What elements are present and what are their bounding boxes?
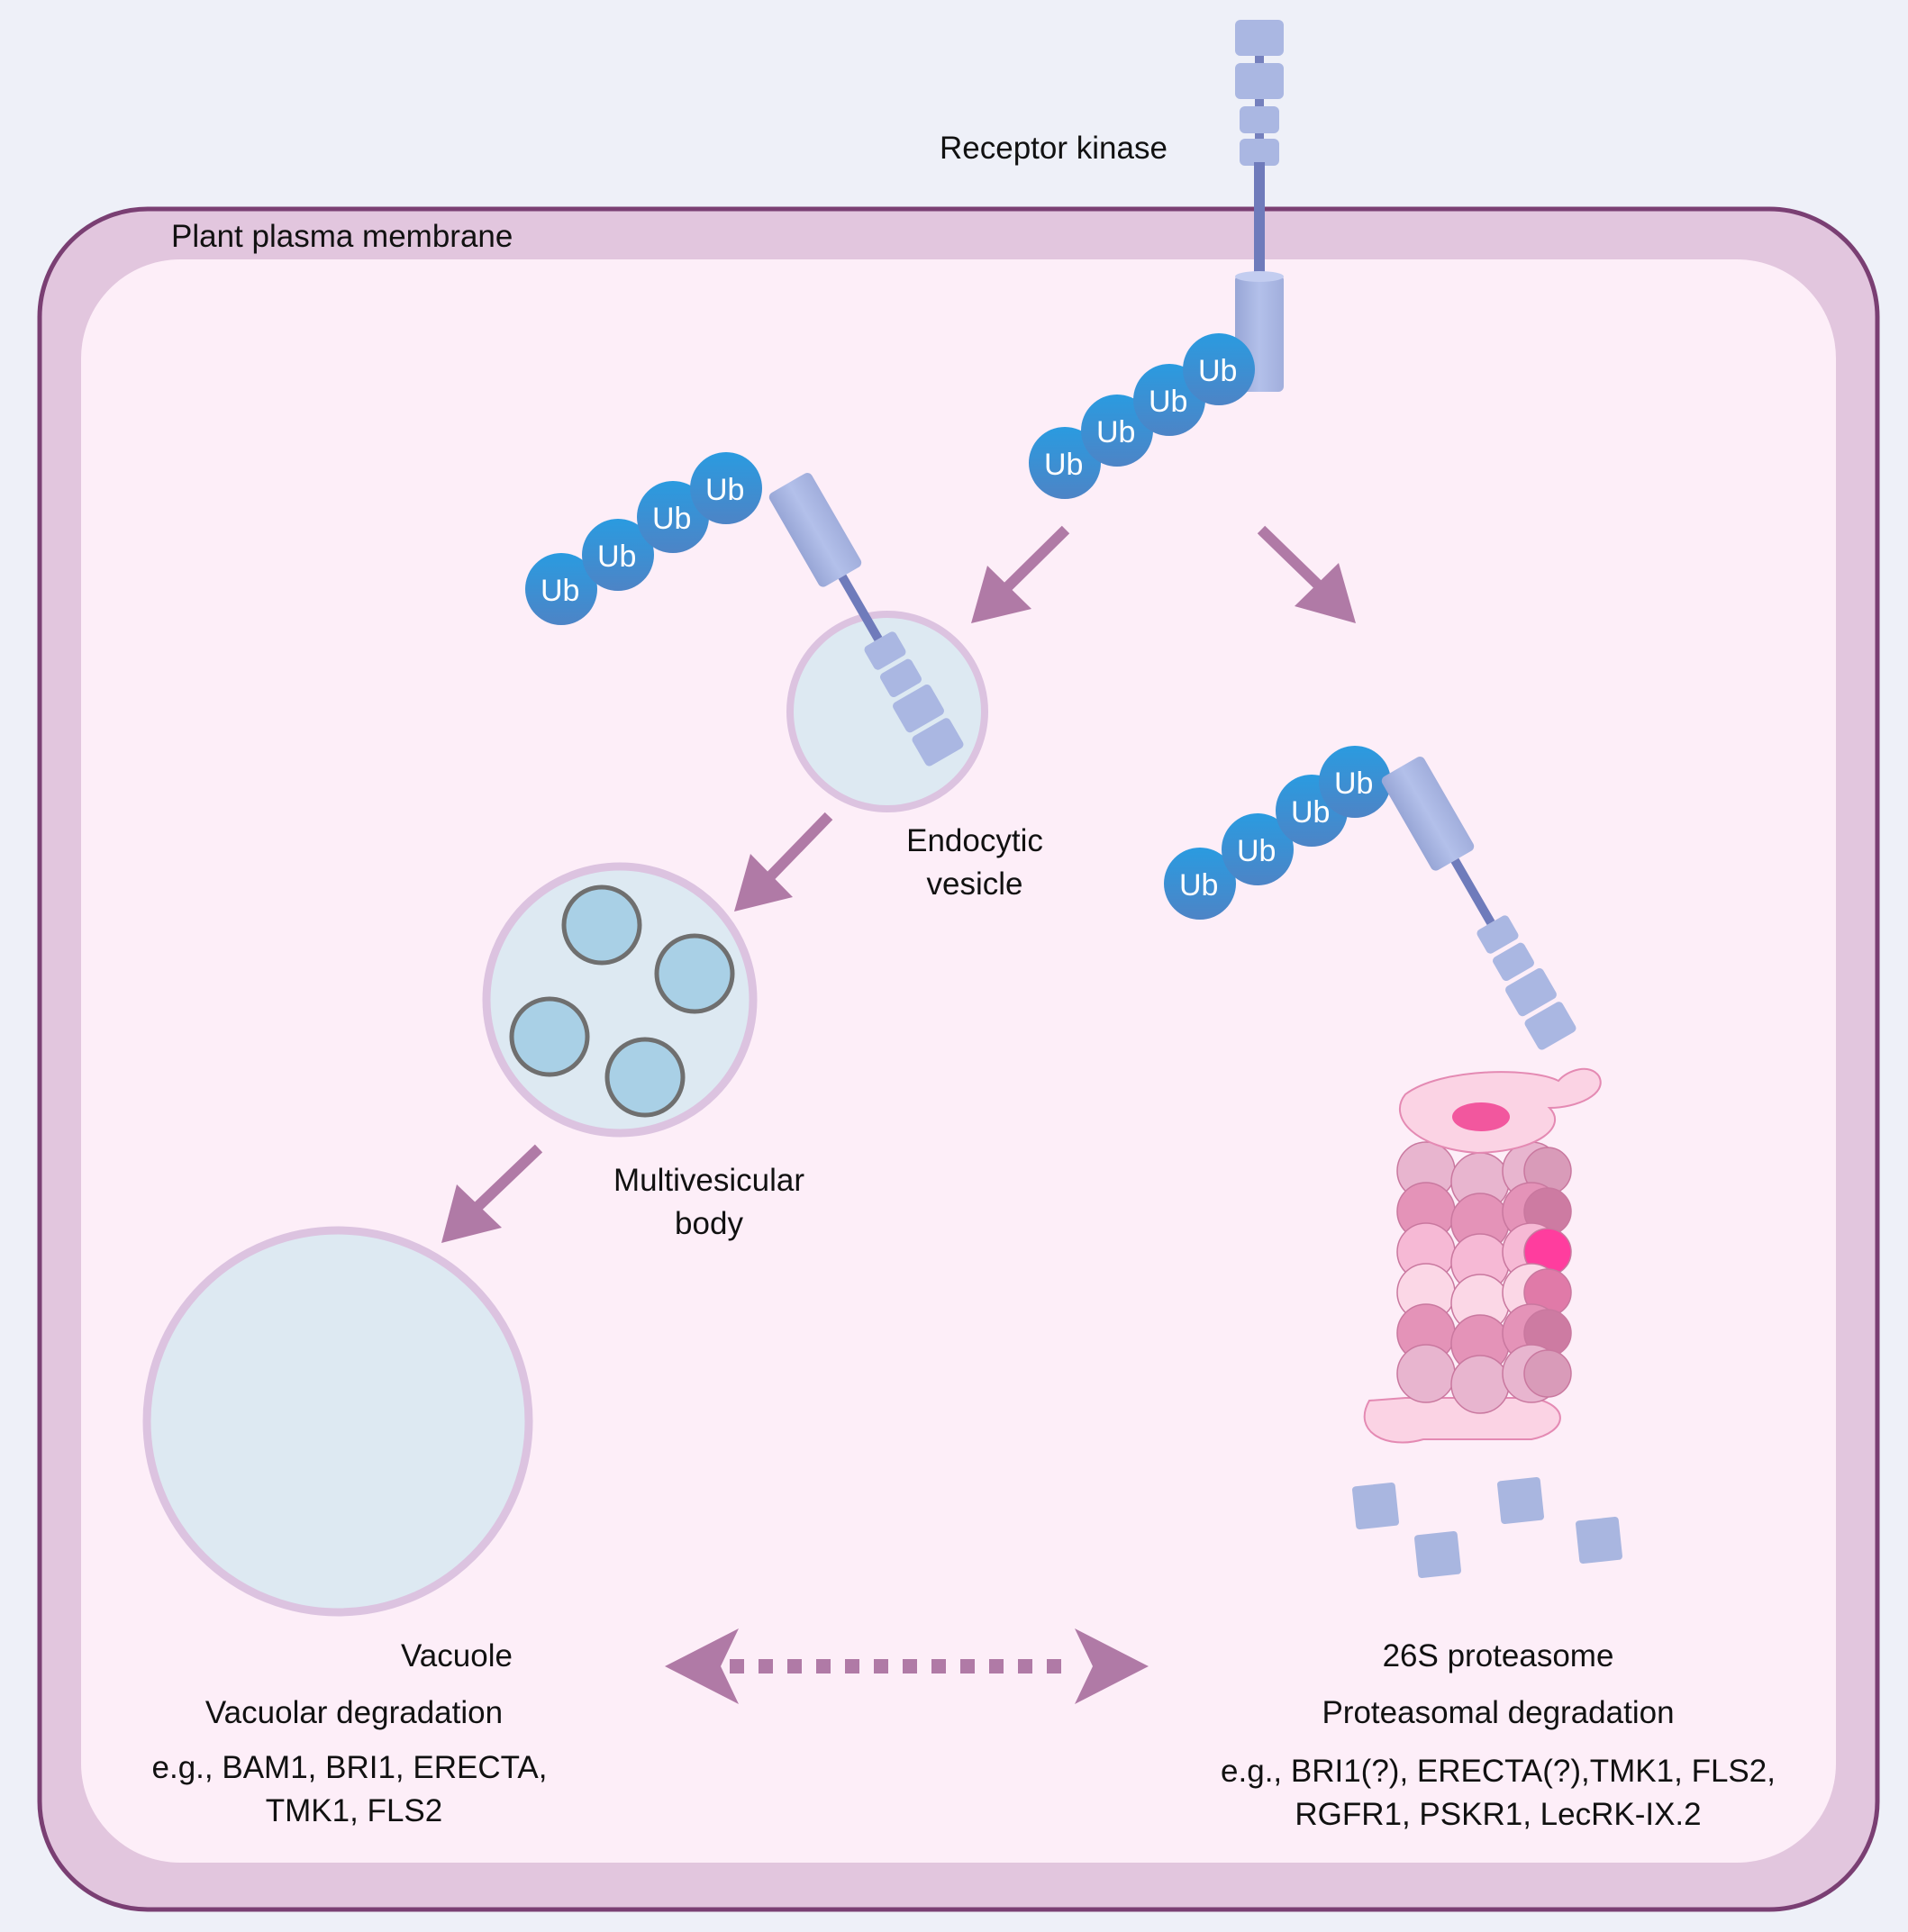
bidirectional-arrow (665, 1628, 1149, 1704)
multivesicular-body (482, 862, 758, 1138)
svg-text:Ub: Ub (705, 473, 744, 507)
svg-text:Ub: Ub (1334, 766, 1373, 801)
mvb-label-line2: body (675, 1206, 743, 1241)
proteasome-subunit (1450, 1355, 1510, 1414)
cytoplasm (81, 259, 1836, 1863)
endocytic-vesicle-label-line1: Endocytic (906, 823, 1043, 858)
vacuolar-degradation-label: Vacuolar degradation (205, 1695, 503, 1730)
svg-text:Ub: Ub (1179, 868, 1218, 903)
proteasome-26s (1363, 1067, 1602, 1444)
ubiquitin-chain-proteasome: Ub Ub Ub Ub (1164, 746, 1391, 920)
peptide-fragments (1352, 1477, 1622, 1578)
svg-text:Ub: Ub (1096, 415, 1135, 449)
svg-text:Ub: Ub (541, 574, 579, 608)
proteasomal-examples-line1: e.g., BRI1(?), ERECTA(?),TMK1, FLS2, (1221, 1754, 1776, 1789)
receptor-kinase-label: Receptor kinase (940, 131, 1168, 166)
arrow-to-proteasome (1257, 525, 1356, 623)
arrow-to-vacuole (441, 1144, 543, 1243)
svg-text:Ub: Ub (1044, 448, 1083, 482)
vacuolar-examples-line2: TMK1, FLS2 (266, 1793, 442, 1828)
proteasomal-examples-line2: RGFR1, PSKR1, LecRK-IX.2 (1295, 1797, 1701, 1832)
vacuole-label: Vacuole (401, 1638, 513, 1673)
ubiquitin-chain-top: Ub Ub Ub Ub (1029, 333, 1255, 499)
svg-text:Ub: Ub (1198, 354, 1237, 388)
ubiquitin-chain-vesicle: Ub Ub Ub Ub (525, 452, 762, 625)
svg-text:Ub: Ub (597, 540, 636, 574)
proteasome-subunit (1396, 1344, 1456, 1403)
receptor-kinase-to-proteasome (1381, 757, 1576, 1050)
mvb-label-line1: Multivesicular (613, 1163, 804, 1198)
endocytic-vesicle-label-line2: vesicle (927, 866, 1023, 902)
arrow-to-endocytosis (971, 525, 1070, 623)
proteasome-label: 26S proteasome (1383, 1638, 1614, 1673)
vacuole (142, 1226, 533, 1617)
svg-text:Ub: Ub (1237, 834, 1276, 868)
svg-text:Ub: Ub (1149, 385, 1187, 419)
svg-text:Ub: Ub (1291, 795, 1330, 830)
proteasomal-degradation-label: Proteasomal degradation (1322, 1695, 1674, 1730)
vacuolar-examples-line1: e.g., BAM1, BRI1, ERECTA, (152, 1750, 548, 1785)
svg-text:Ub: Ub (652, 502, 691, 536)
proteasome-subunit (1523, 1349, 1572, 1398)
arrow-to-mvb (734, 812, 833, 912)
plasma-membrane-label: Plant plasma membrane (171, 219, 513, 254)
endocytic-vesicle (768, 473, 988, 812)
